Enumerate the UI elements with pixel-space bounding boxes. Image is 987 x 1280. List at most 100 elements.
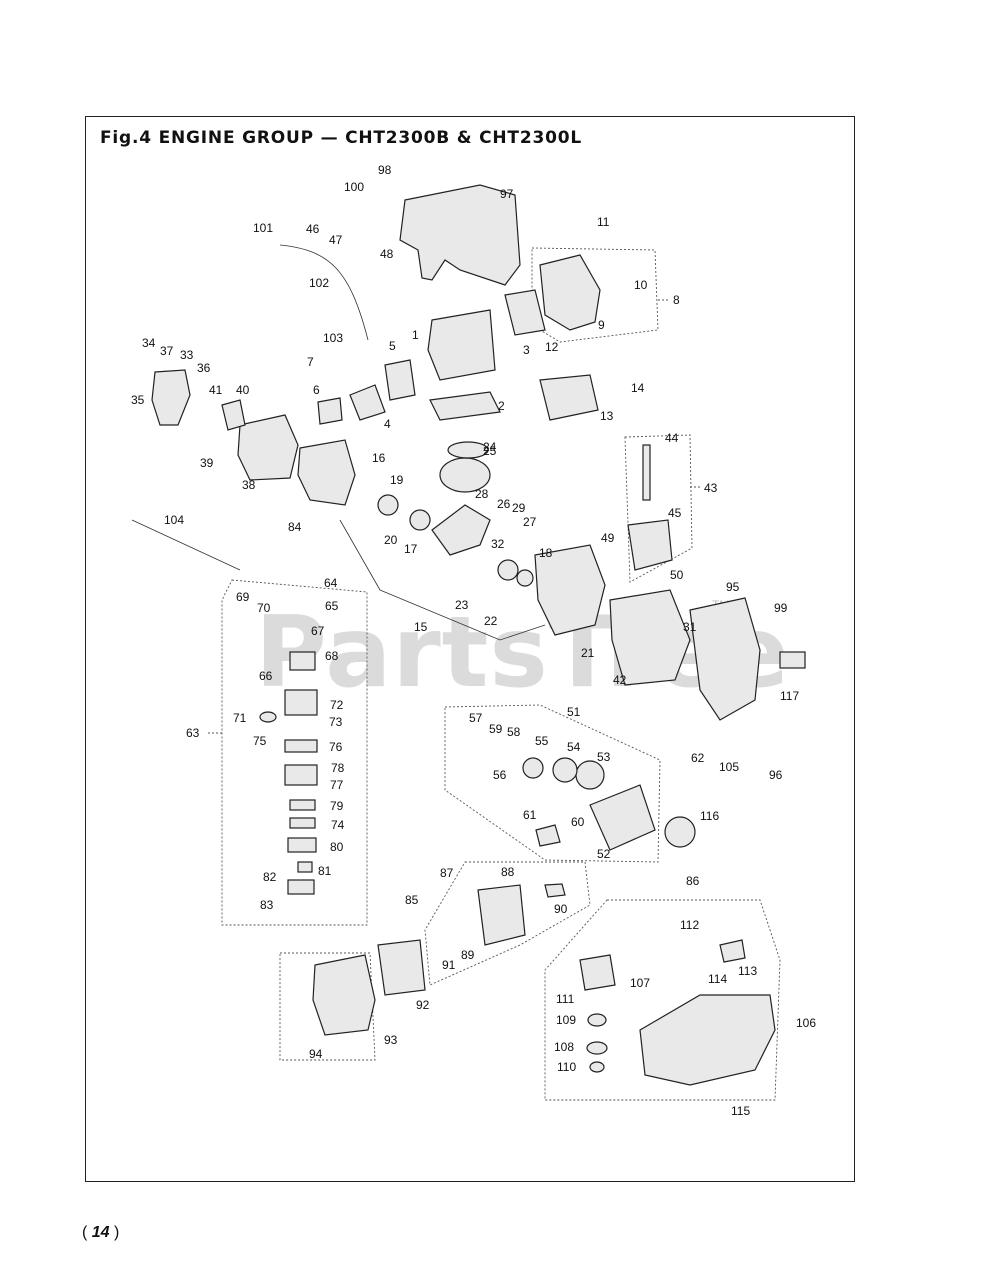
part-label-14: 14 bbox=[631, 381, 645, 395]
part-label-59: 59 bbox=[489, 722, 503, 736]
part-label-56: 56 bbox=[493, 768, 507, 782]
carb-body-72 bbox=[284, 689, 318, 716]
part-label-33: 33 bbox=[180, 348, 194, 362]
part-label-68: 68 bbox=[325, 649, 339, 663]
part-label-37: 37 bbox=[160, 344, 174, 358]
part-label-21: 21 bbox=[581, 646, 595, 660]
part-label-34: 34 bbox=[142, 336, 156, 350]
part-label-109: 109 bbox=[556, 1013, 576, 1027]
carb-diaphragm-76 bbox=[284, 739, 318, 753]
part-label-83: 83 bbox=[260, 898, 274, 912]
fuel-tank-106 bbox=[639, 994, 776, 1086]
part-label-18: 18 bbox=[539, 546, 553, 560]
air-cleaner-case-87 bbox=[477, 884, 526, 946]
part-label-67: 67 bbox=[311, 624, 325, 638]
carb-adapter-4 bbox=[349, 384, 386, 421]
part-label-62: 62 bbox=[691, 751, 705, 765]
part-label-72: 72 bbox=[330, 698, 344, 712]
part-label-102: 102 bbox=[309, 276, 329, 290]
group-outline-51 bbox=[444, 704, 661, 863]
part-label-86: 86 bbox=[686, 874, 700, 888]
part-label-73: 73 bbox=[329, 715, 343, 729]
engine-parts bbox=[131, 184, 806, 1086]
part-label-32: 32 bbox=[491, 537, 505, 551]
part-label-74: 74 bbox=[331, 818, 345, 832]
clutch-shoe-35 bbox=[151, 369, 191, 426]
spark-plug-wire-44 bbox=[642, 444, 651, 501]
recoil-case-52 bbox=[589, 784, 656, 851]
fan-cover-95 bbox=[689, 597, 761, 721]
part-label-82: 82 bbox=[263, 870, 277, 884]
part-label-93: 93 bbox=[384, 1033, 398, 1047]
carb-body-68 bbox=[289, 651, 316, 671]
part-label-48: 48 bbox=[380, 247, 394, 261]
part-label-112: 112 bbox=[680, 918, 699, 932]
part-label-60: 60 bbox=[571, 815, 585, 829]
part-label-6: 6 bbox=[313, 383, 320, 397]
part-label-114: 114 bbox=[708, 972, 727, 986]
part-label-107: 107 bbox=[630, 976, 650, 990]
part-label-2: 2 bbox=[498, 399, 505, 413]
crankcase-half-16 bbox=[297, 439, 356, 506]
part-label-115: 115 bbox=[731, 1104, 750, 1118]
cylinder-gasket-2 bbox=[429, 391, 501, 421]
part-label-79: 79 bbox=[330, 799, 344, 813]
part-label-63: 63 bbox=[186, 726, 200, 740]
carb-cover-77 bbox=[284, 764, 318, 786]
part-label-80: 80 bbox=[330, 840, 344, 854]
group-outline-93 bbox=[279, 952, 376, 1061]
part-label-77: 77 bbox=[330, 778, 344, 792]
cap-retainer-110 bbox=[589, 1061, 605, 1073]
recoil-pulley-53 bbox=[575, 760, 605, 790]
part-label-45: 45 bbox=[668, 506, 682, 520]
fuel-cap-107 bbox=[579, 954, 616, 991]
part-label-12: 12 bbox=[545, 340, 559, 354]
part-label-10: 10 bbox=[634, 278, 648, 292]
part-label-1: 1 bbox=[412, 328, 419, 342]
part-label-101: 101 bbox=[253, 221, 273, 235]
part-label-75: 75 bbox=[253, 734, 267, 748]
cap-gasket-108 bbox=[586, 1041, 608, 1055]
ignition-coil-50 bbox=[627, 519, 673, 571]
part-label-61: 61 bbox=[523, 808, 537, 822]
carb-part-74 bbox=[289, 817, 316, 829]
page-number-value: 14 bbox=[91, 1224, 110, 1241]
part-label-103: 103 bbox=[323, 331, 343, 345]
part-label-13: 13 bbox=[600, 409, 614, 423]
part-label-43: 43 bbox=[704, 481, 718, 495]
part-label-100: 100 bbox=[344, 180, 364, 194]
choke-lever-90 bbox=[544, 883, 566, 898]
part-label-50: 50 bbox=[670, 568, 684, 582]
part-label-40: 40 bbox=[236, 383, 250, 397]
carb-part-82 bbox=[287, 879, 315, 895]
part-label-51: 51 bbox=[567, 705, 581, 719]
part-label-53: 53 bbox=[597, 750, 611, 764]
part-label-55: 55 bbox=[535, 734, 549, 748]
throttle-cable-104 bbox=[131, 519, 241, 571]
piston-ring-25 bbox=[447, 441, 489, 459]
part-label-78: 78 bbox=[331, 761, 345, 775]
part-label-52: 52 bbox=[597, 847, 611, 861]
part-label-94: 94 bbox=[309, 1047, 323, 1061]
part-label-46: 46 bbox=[306, 222, 320, 236]
group-outline-63 bbox=[221, 579, 368, 926]
part-label-87: 87 bbox=[440, 866, 454, 880]
starter-handle-61 bbox=[535, 824, 561, 847]
part-label-24: 24 bbox=[483, 440, 497, 454]
part-label-71: 71 bbox=[233, 711, 247, 725]
group-outlines bbox=[208, 247, 781, 1101]
diagram-frame bbox=[85, 116, 855, 1182]
part-label-47: 47 bbox=[329, 233, 343, 247]
part-label-108: 108 bbox=[554, 1040, 574, 1054]
air-cleaner-cover-93 bbox=[312, 954, 376, 1036]
crankcase-38 bbox=[237, 414, 299, 481]
part-label-105: 105 bbox=[719, 760, 739, 774]
part-label-15: 15 bbox=[414, 620, 428, 634]
part-label-44: 44 bbox=[665, 431, 679, 445]
part-label-76: 76 bbox=[329, 740, 343, 754]
cylinder-1 bbox=[427, 309, 496, 381]
flywheel-42 bbox=[609, 589, 691, 686]
group-outline-8 bbox=[531, 247, 659, 343]
label-117 bbox=[779, 651, 806, 669]
